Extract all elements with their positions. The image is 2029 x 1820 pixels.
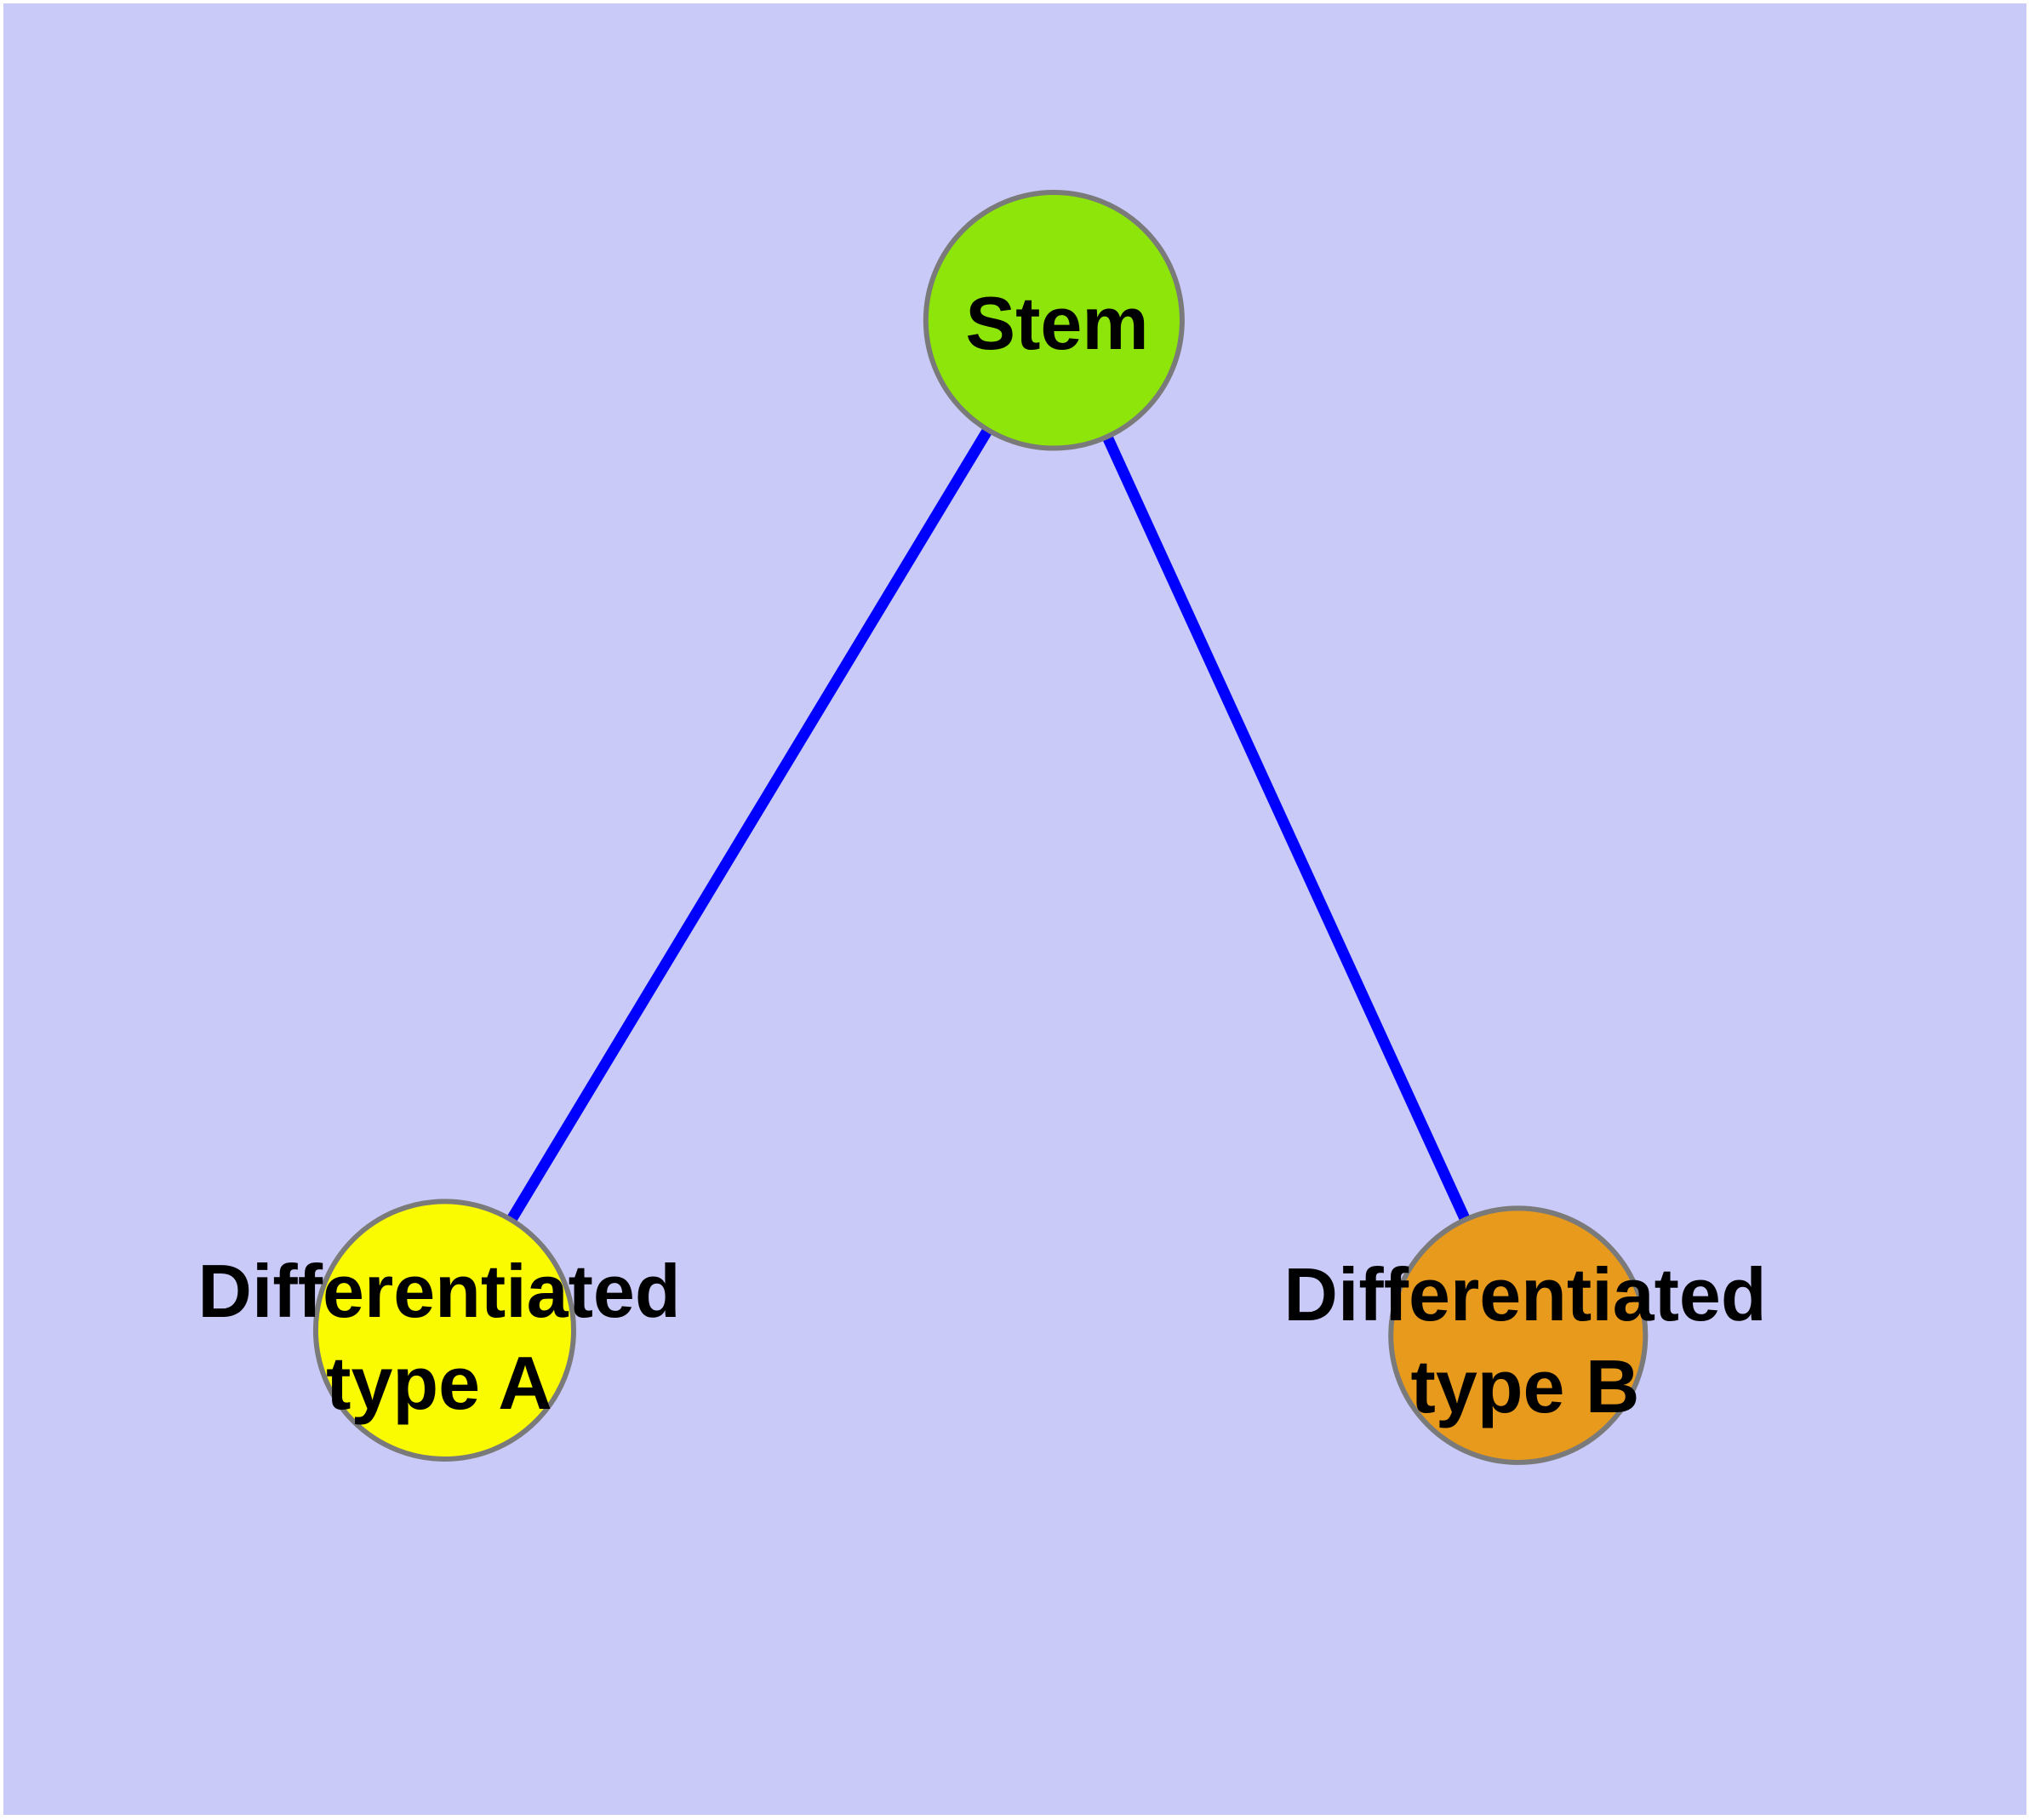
node-type-a-circle [312,1199,577,1462]
edge-stem-to-type-b [1049,318,1523,1338]
graph-svg [312,189,1649,1465]
node-stem-circle [923,189,1185,451]
edge-stem-to-type-a [439,317,1059,1334]
node-type-b-circle [1388,1205,1649,1465]
diagram-canvas: Stem Differentiated type A Differentiate… [3,3,2026,1815]
